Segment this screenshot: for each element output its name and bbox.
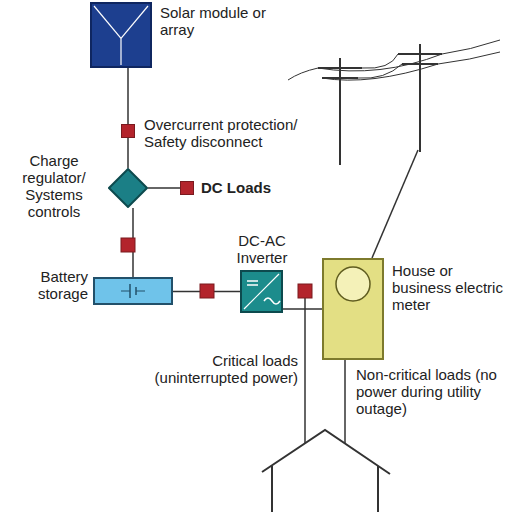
inverter-shape	[240, 270, 283, 313]
connector-line	[283, 308, 322, 310]
fuse-shape	[180, 181, 194, 195]
battery-shape	[93, 277, 173, 305]
panel-shape	[90, 2, 152, 68]
connector-line	[148, 187, 180, 189]
house-outline	[262, 430, 390, 512]
node-panel: Solar module or array	[90, 2, 152, 68]
node-label: Solar module or array	[160, 4, 280, 38]
diamond-shape	[108, 168, 148, 208]
node-label: Overcurrent protection/ Safety disconnec…	[144, 116, 324, 150]
node-fuse: DC Loads	[180, 181, 194, 195]
node-label: Battery storage	[28, 268, 88, 302]
load-label: Critical loads (uninterrupted power)	[140, 352, 298, 386]
fuse-shape	[121, 124, 135, 138]
load-label: Non-critical loads (no power during util…	[356, 366, 504, 417]
node-meter: House or business electric meter	[322, 258, 384, 360]
node-label: Charge regulator/ Systems controls	[4, 152, 104, 220]
connector-line	[127, 68, 129, 124]
meter-shape	[322, 258, 384, 360]
connector-line	[127, 138, 129, 168]
power-poles	[288, 40, 500, 258]
node-fuse: Overcurrent protection/ Safety disconnec…	[121, 124, 135, 138]
node-label: DC Loads	[201, 179, 301, 196]
node-battery: Battery storage	[93, 277, 173, 305]
node-label: DC-AC Inverter	[222, 232, 302, 266]
node-inverter: DC-AC Inverter	[240, 270, 283, 313]
node-diamond: Charge regulator/ Systems controls	[108, 168, 148, 208]
node-label: House or business electric meter	[392, 262, 504, 313]
